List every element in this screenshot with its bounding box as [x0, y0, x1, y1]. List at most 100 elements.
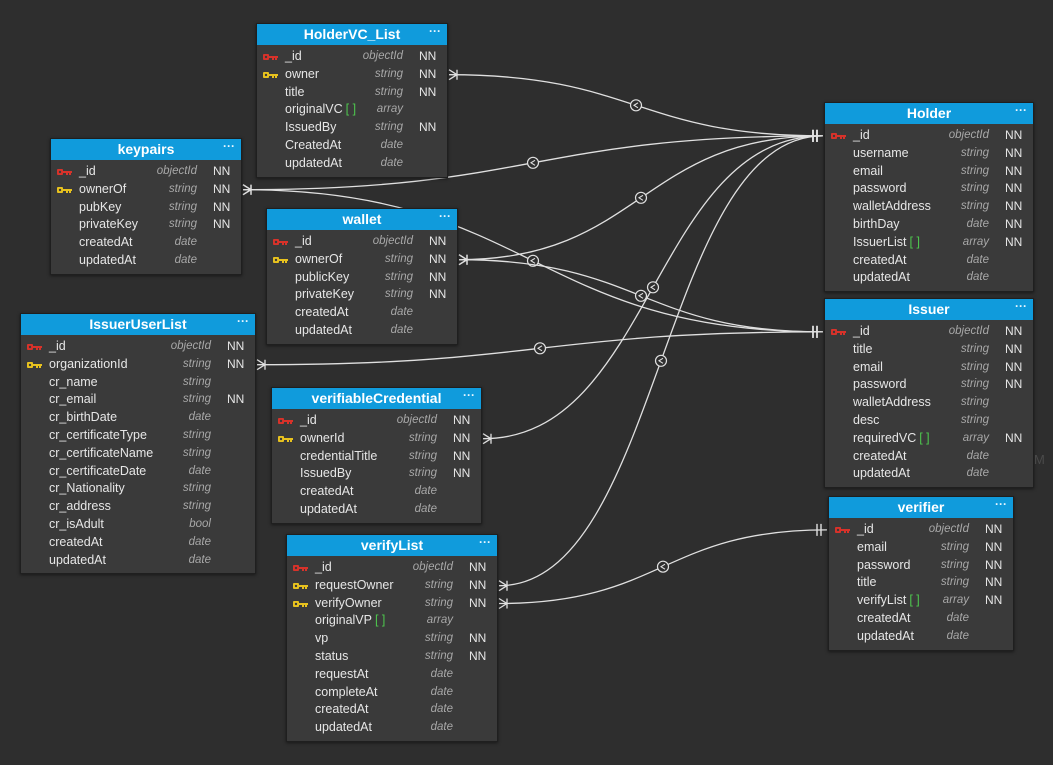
- table-menu-icon[interactable]: ···: [1015, 299, 1027, 313]
- table-menu-icon[interactable]: ···: [223, 139, 235, 153]
- table-header[interactable]: wallet···: [267, 209, 457, 230]
- table-menu-icon[interactable]: ···: [429, 24, 441, 38]
- table-menu-icon[interactable]: ···: [479, 535, 491, 549]
- table-menu-icon[interactable]: ···: [237, 314, 249, 328]
- table-header[interactable]: verifyList···: [287, 535, 497, 556]
- table-menu-icon[interactable]: ···: [439, 209, 451, 223]
- table-header[interactable]: keypairs···: [51, 139, 241, 160]
- column-row[interactable]: originalVC[ ]array: [257, 101, 447, 119]
- table-menu-icon[interactable]: ···: [995, 497, 1007, 511]
- table-header[interactable]: IssuerUserList···: [21, 314, 255, 335]
- table-header[interactable]: verifiableCredential···: [272, 388, 481, 409]
- table-header[interactable]: Holder···: [825, 103, 1033, 124]
- table-header[interactable]: Issuer···: [825, 299, 1033, 320]
- table-header[interactable]: HolderVC_List···: [257, 24, 447, 45]
- table-header[interactable]: verifier···: [829, 497, 1013, 518]
- table-menu-icon[interactable]: ···: [463, 388, 475, 402]
- table-menu-icon[interactable]: ···: [1015, 103, 1027, 117]
- column-row[interactable]: originalVP[ ]array: [287, 612, 497, 630]
